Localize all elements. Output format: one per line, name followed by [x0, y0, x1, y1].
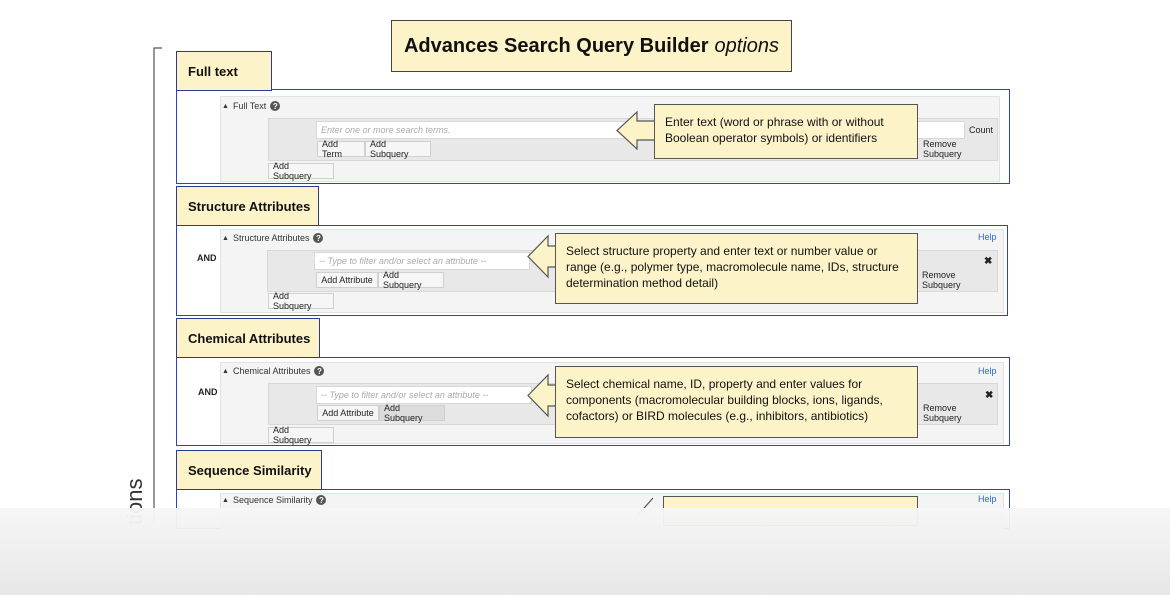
full-text-search-input-right[interactable] — [917, 121, 965, 139]
structure-label: Structure Attributes — [176, 186, 319, 226]
collapse-triangle-icon: ▲ — [222, 367, 229, 375]
full-text-search-input[interactable]: Enter one or more search terms. — [316, 121, 656, 139]
sequence-header[interactable]: ▲ Sequence Similarity ? — [222, 493, 327, 507]
chemical-close-icon[interactable]: ✖ — [985, 390, 994, 401]
structure-header[interactable]: ▲ Structure Attributes ? — [222, 231, 324, 245]
left-bracket — [153, 47, 162, 523]
collapse-triangle-icon: ▲ — [222, 102, 229, 110]
remove-subquery-button[interactable]: Remove Subquery — [923, 139, 962, 159]
add-term-button[interactable]: Add Term — [317, 139, 365, 159]
page-title-italic: options — [714, 34, 780, 57]
add-attribute-button[interactable]: Add Attribute — [316, 272, 378, 288]
add-subquery-inner-button[interactable]: Add Subquery — [365, 139, 431, 159]
count-button[interactable]: Count — [968, 125, 994, 135]
add-subquery-button[interactable]: Add Subquery — [268, 161, 334, 181]
full-text-header[interactable]: ▲ Full Text ? — [222, 99, 281, 113]
add-subquery-inner-button[interactable]: Add Subquery — [378, 270, 444, 290]
collapse-triangle-icon: ▲ — [222, 234, 229, 242]
sequence-header-label: Sequence Similarity — [232, 495, 313, 505]
chemical-attribute-select[interactable]: -- Type to filter and/or select an attri… — [316, 386, 532, 404]
question-icon[interactable]: ? — [314, 366, 325, 376]
structure-help-link[interactable]: Help — [978, 232, 997, 242]
left-arrow-icon — [616, 110, 656, 151]
chemical-header[interactable]: ▲ Chemical Attributes ? — [222, 364, 325, 378]
full-text-label: Full text — [176, 51, 272, 91]
add-attribute-button[interactable]: Add Attribute — [317, 405, 379, 421]
add-subquery-inner-button[interactable]: Add Subquery — [379, 403, 445, 423]
question-icon[interactable]: ? — [270, 101, 281, 111]
chemical-help-link[interactable]: Help — [978, 366, 997, 376]
question-icon[interactable]: ? — [316, 495, 327, 505]
structure-and-operator[interactable]: AND — [197, 253, 217, 263]
structure-attribute-select[interactable]: -- Type to filter and/or select an attri… — [314, 252, 530, 270]
question-icon[interactable]: ? — [313, 233, 324, 243]
add-subquery-button[interactable]: Add Subquery — [268, 291, 334, 311]
collapse-triangle-icon: ▲ — [222, 496, 229, 504]
sequence-help-link[interactable]: Help — [978, 494, 997, 504]
structure-close-icon[interactable]: ✖ — [984, 256, 993, 267]
chemical-header-label: Chemical Attributes — [232, 366, 311, 376]
chemical-callout: Select chemical name, ID, property and e… — [555, 366, 918, 438]
remove-subquery-button[interactable]: Remove Subquery — [923, 403, 962, 423]
remove-subquery-button[interactable]: Remove Subquery — [922, 270, 961, 290]
add-subquery-button[interactable]: Add Subquery — [268, 425, 334, 445]
full-text-callout: Enter text (word or phrase with or witho… — [654, 104, 918, 159]
page-title: Advances Search Query Builder options — [391, 20, 792, 72]
sequence-label: Sequence Similarity — [176, 450, 322, 490]
chemical-and-operator[interactable]: AND — [198, 387, 218, 397]
structure-header-label: Structure Attributes — [232, 233, 310, 243]
page-title-bold: Advances Search Query Builder — [403, 34, 709, 57]
bottom-band — [0, 508, 1170, 595]
structure-callout: Select structure property and enter text… — [555, 233, 918, 304]
full-text-header-label: Full Text — [232, 101, 267, 111]
chemical-label: Chemical Attributes — [176, 318, 320, 358]
